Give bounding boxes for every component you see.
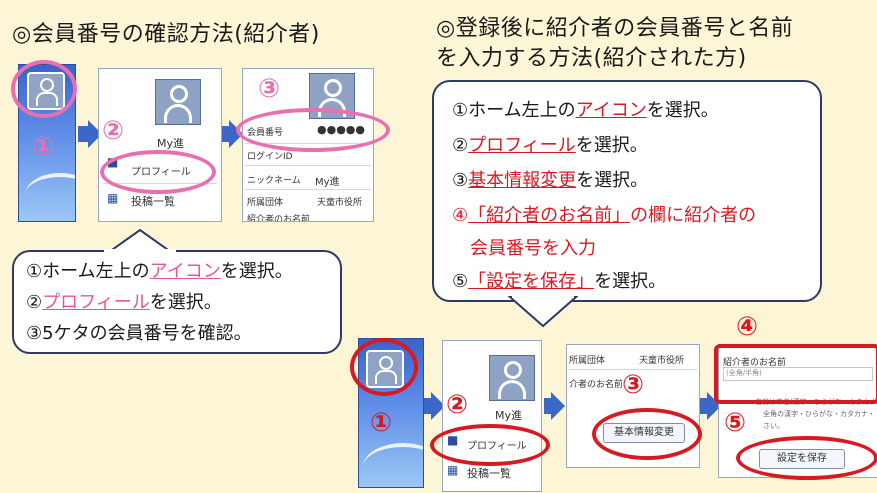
- highlight-box: [714, 344, 877, 404]
- pointer-join: [512, 293, 574, 298]
- menu-post-list[interactable]: 投稿一覧: [131, 195, 175, 208]
- step-marker-2: ②: [446, 390, 469, 420]
- label-org: 所属団体: [247, 198, 284, 208]
- menu-post-list[interactable]: 投稿一覧: [467, 467, 511, 480]
- step-marker-3: ③: [258, 74, 281, 104]
- highlight-ring: [592, 408, 702, 460]
- highlight-ring: [736, 436, 877, 480]
- right-instructions-bubble: ①ホーム左上のアイコンを選択。 ②プロフィールを選択。 ③基本情報変更を選択。 …: [432, 80, 822, 302]
- left-instruction-3: ③5ケタの会員番号を確認。: [26, 323, 252, 344]
- highlight-ring: [430, 424, 550, 466]
- profile-name: My進: [495, 409, 523, 422]
- highlight-ring: [350, 338, 418, 396]
- org-value: 天童市役所: [639, 356, 685, 366]
- link-icon-text: アイコン: [575, 100, 647, 121]
- arrow-shaft: [222, 126, 230, 142]
- label-referrer-name: 介者のお名前: [569, 380, 624, 390]
- right-instruction-2: ②プロフィールを選択。: [452, 135, 648, 156]
- label-nickname: ニックネーム: [247, 176, 301, 186]
- right-title-line1: ◎登録後に紹介者の会員番号と名前: [436, 16, 794, 41]
- arrow-shaft: [424, 398, 432, 414]
- profile-name: My進: [157, 137, 185, 150]
- profile-menu-screen: My進 ■ プロフィール ▦ 投稿一覧: [442, 340, 542, 492]
- left-instruction-1: ①ホーム左上のアイコンを選択。: [26, 261, 293, 282]
- highlight-ring: [236, 108, 390, 152]
- step-marker-4: ④: [736, 312, 759, 342]
- nickname-value: My進: [315, 177, 340, 188]
- step-marker-2: ②: [102, 116, 125, 146]
- grid-icon: ▦: [107, 191, 119, 205]
- note-line-2: 全角の漢字・ひらがな・カタカナ・: [763, 410, 875, 418]
- org-value: 天童市役所: [317, 198, 363, 208]
- right-title-line2: を入力する方法(紹介された方): [436, 46, 747, 71]
- input-placeholder: (全角/半角): [726, 369, 762, 377]
- step-marker-3: ③: [622, 370, 645, 400]
- right-instruction-1: ①ホーム左上のアイコンを選択。: [452, 100, 719, 121]
- label-login-id: ログインID: [247, 152, 293, 162]
- arrow-right-icon: [551, 392, 565, 420]
- pointer-join: [104, 249, 176, 253]
- highlight-ring: [100, 150, 216, 194]
- field-referrer-label: 紹介者のお名前: [723, 358, 787, 368]
- arrow-shaft: [700, 398, 708, 414]
- label-org: 所属団体: [569, 356, 606, 366]
- highlight-ring: [11, 60, 77, 118]
- left-title: ◎会員番号の確認方法(紹介者): [12, 22, 320, 47]
- divider: [569, 369, 697, 370]
- grid-icon: ▦: [447, 463, 459, 477]
- link-save-text: 「設定を保存」: [468, 271, 595, 292]
- arrow-right-icon: [431, 392, 445, 420]
- right-instruction-4: ④「紹介者のお名前」の欄に紹介者の: [452, 205, 757, 226]
- link-profile-text: プロフィール: [468, 135, 576, 156]
- right-instruction-3: ③基本情報変更を選択。: [452, 170, 649, 191]
- label-truncated: 紹介者のお名前: [247, 215, 311, 222]
- profile-avatar-icon: [489, 355, 535, 401]
- link-profile-text: プロフィール: [42, 292, 150, 313]
- arrow-shaft: [78, 126, 88, 142]
- arrow-shaft: [544, 398, 552, 414]
- profile-avatar-icon: [155, 79, 201, 125]
- left-instructions-bubble: ①ホーム左上のアイコンを選択。 ②プロフィールを選択。 ③5ケタの会員番号を確認…: [12, 250, 342, 354]
- bubble-pointer: [508, 296, 578, 328]
- right-instruction-5: ⑤「設定を保存」を選択。: [452, 271, 667, 292]
- link-icon-text: アイコン: [149, 261, 221, 282]
- referrer-name-input[interactable]: (全角/半角): [723, 367, 873, 381]
- divider: [245, 189, 371, 190]
- link-referrer-name-text: 「紹介者のお名前」: [468, 205, 631, 226]
- step-marker-5: ⑤: [724, 408, 747, 438]
- link-basic-info-text: 基本情報変更: [468, 170, 577, 191]
- left-instruction-2: ②プロフィールを選択。: [26, 292, 222, 313]
- step-marker-1: ①: [370, 408, 393, 438]
- note-line-3: さい。: [763, 422, 784, 430]
- right-instruction-4-cont: 会員番号を入力: [470, 238, 596, 259]
- step-marker-1: ①: [32, 132, 55, 162]
- divider: [245, 165, 371, 166]
